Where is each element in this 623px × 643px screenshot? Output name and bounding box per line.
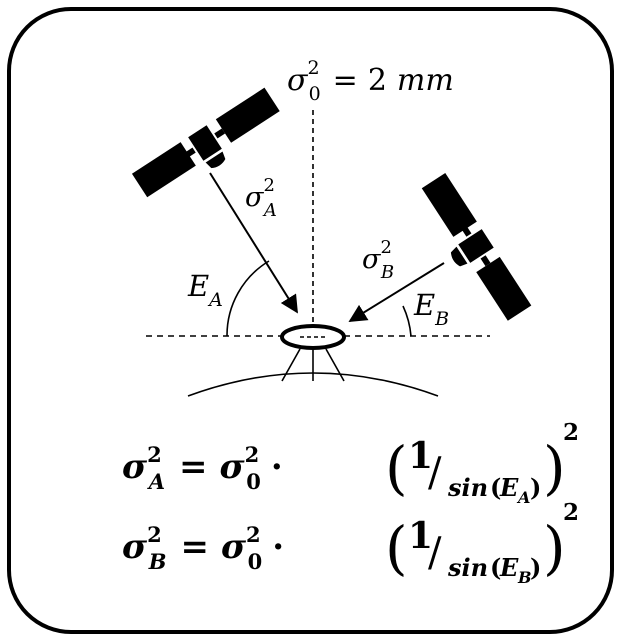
svg-text:1: 1	[408, 515, 433, 557]
svg-text:σ2A=σ20·: σ2A=σ20·	[122, 442, 283, 494]
svg-text:): )	[530, 553, 541, 582]
svg-text:1: 1	[408, 435, 433, 477]
svg-text:sin: sin	[447, 553, 488, 582]
svg-text:(: (	[385, 434, 408, 502]
svg-text:E: E	[499, 473, 519, 502]
elevation-arc-a	[226, 260, 270, 337]
svg-text:E: E	[499, 553, 519, 582]
satellite-icon	[421, 172, 532, 321]
satellite-icon	[131, 87, 280, 198]
signal-arrow-b	[348, 262, 445, 322]
svg-text:): )	[543, 434, 566, 502]
label-elevation-a: EA	[187, 269, 223, 311]
svg-text:2: 2	[563, 499, 579, 526]
gnss-receiver-icon	[280, 324, 346, 350]
svg-text:(: (	[385, 514, 408, 582]
svg-text:(: (	[490, 473, 501, 502]
svg-text:A: A	[516, 488, 530, 507]
svg-text:(: (	[490, 553, 501, 582]
svg-text:/: /	[428, 530, 442, 576]
svg-text:B: B	[517, 568, 532, 587]
svg-text:): )	[530, 473, 541, 502]
svg-text:/: /	[428, 450, 442, 496]
tripod	[281, 348, 345, 382]
svg-text:sin: sin	[447, 473, 488, 502]
elevation-arc-b	[402, 305, 412, 337]
svg-text:σ2B=σ20·: σ2B=σ20·	[122, 522, 284, 574]
signal-arrow-a	[209, 172, 298, 314]
svg-text:2: 2	[563, 419, 579, 446]
svg-text:): )	[543, 514, 566, 582]
label-elevation-b: EB	[413, 288, 449, 330]
